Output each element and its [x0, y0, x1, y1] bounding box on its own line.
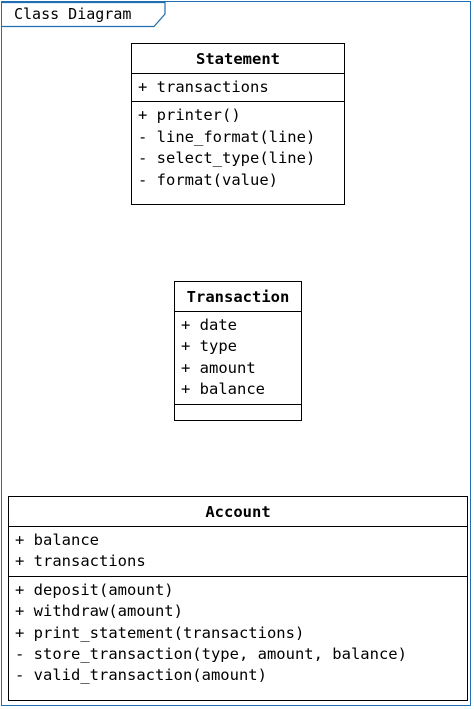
attribute: + transactions [15, 552, 146, 571]
attribute: + date [181, 316, 237, 334]
methods-section: + printer() - line_format(line) - select… [132, 102, 344, 194]
attributes-section: + date + type + amount + balance [175, 312, 301, 405]
attribute: + balance [15, 531, 99, 549]
attributes-section: + balance + transactions [9, 527, 467, 577]
class-account[interactable]: Account + balance + transactions + depos… [8, 496, 468, 701]
class-name: Statement [132, 44, 344, 74]
methods-section [175, 405, 301, 414]
class-name: Transaction [175, 282, 301, 312]
method: + withdraw(amount) [15, 602, 183, 621]
method: - line_format(line) [138, 127, 316, 146]
method: + printer() [138, 106, 241, 125]
class-statement[interactable]: Statement + transactions + printer() - l… [131, 43, 345, 205]
method: - valid_transaction(amount) [15, 666, 267, 685]
attribute: + balance [181, 380, 265, 399]
method: + deposit(amount) [15, 580, 174, 599]
method: - store_transaction(type, amount, balanc… [15, 644, 407, 663]
class-name: Account [9, 497, 467, 527]
class-transaction[interactable]: Transaction + date + type + amount + bal… [174, 281, 302, 421]
method: - format(value) [138, 170, 278, 189]
method: - select_type(line) [138, 149, 316, 168]
frame-title-tab [2, 2, 166, 28]
methods-section: + deposit(amount) + withdraw(amount) + p… [9, 577, 467, 690]
attribute: + amount [181, 358, 256, 377]
attribute: + type [181, 337, 237, 356]
attributes-section: + transactions [132, 74, 344, 103]
attribute: + transactions [138, 78, 269, 96]
frame-title: Class Diagram [14, 5, 132, 23]
method: + print_statement(transactions) [15, 623, 305, 642]
